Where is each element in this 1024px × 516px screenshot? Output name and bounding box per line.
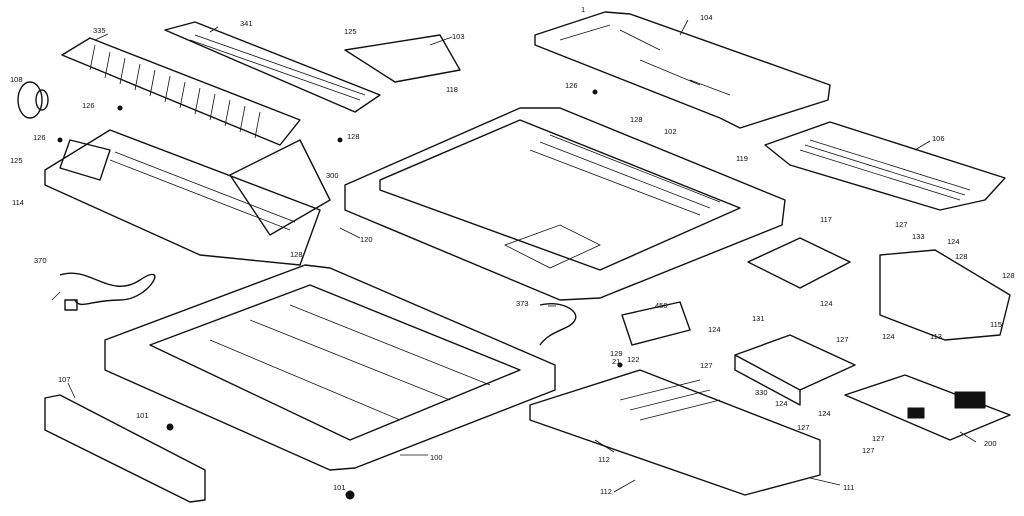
top-cover-part: [534, 11, 831, 129]
label-106: 106: [932, 134, 945, 143]
label-122: 122: [627, 355, 640, 364]
label-128b: 128: [347, 132, 360, 141]
ribbon-cable-part: [539, 303, 577, 346]
label-127b: 127: [836, 335, 849, 344]
label-124a: 124: [947, 237, 960, 246]
label-126c: 126: [33, 133, 46, 142]
label-124c: 124: [708, 325, 721, 334]
label-119: 119: [736, 154, 748, 163]
bracket-113-part: [879, 249, 1011, 341]
label-120: 120: [360, 235, 373, 244]
interface-board-part: [844, 374, 1011, 441]
mechanism-frame-part: [44, 129, 331, 266]
label-127f: 127: [862, 446, 875, 455]
label-127d: 127: [797, 423, 810, 432]
upper-housing-part: [344, 107, 786, 301]
label-129: 129: [610, 349, 623, 358]
tractor-part: [164, 21, 381, 113]
label-126b: 126: [565, 81, 578, 90]
base-part: [104, 264, 556, 471]
label-107: 107: [58, 375, 71, 384]
label-124b: 124: [820, 299, 833, 308]
label-133: 133: [912, 232, 925, 241]
label-112a: 112: [598, 455, 610, 464]
label-126a: 126: [82, 101, 95, 110]
leader-lines: [51, 19, 977, 493]
label-100: 100: [430, 453, 443, 462]
label-124f: 124: [882, 332, 895, 341]
label-126d: 128: [955, 252, 968, 261]
label-200: 200: [984, 439, 997, 448]
part-labels: 1 104 341 335 125 103 108 126 118 126 12…: [10, 5, 1015, 496]
label-117: 117: [820, 215, 832, 224]
knob-part: [17, 81, 49, 119]
label-102: 102: [664, 127, 677, 136]
control-panel-part: [621, 301, 691, 346]
main-board-part: [529, 369, 821, 496]
label-128c: 128: [290, 250, 303, 259]
label-370: 370: [34, 256, 47, 265]
label-114: 114: [12, 198, 24, 207]
label-300: 300: [326, 171, 339, 180]
power-cable-part: [59, 272, 156, 311]
shield-330-part: [734, 334, 856, 406]
label-450: 450: [655, 301, 668, 310]
label-125b: 125: [10, 156, 23, 165]
paper-guide-part: [764, 121, 1006, 211]
label-111: 111: [843, 483, 854, 492]
label-373: 373: [516, 299, 529, 308]
access-cover-part: [344, 34, 461, 83]
label-128d: 128: [1002, 271, 1015, 280]
label-115: 115: [990, 320, 1002, 329]
label-128: 128: [630, 115, 643, 124]
label-127a: 127: [895, 220, 908, 229]
label-113: 113: [930, 332, 942, 341]
label-341: 341: [240, 19, 253, 28]
label-124d: 124: [775, 399, 788, 408]
bracket-117-part: [747, 237, 851, 289]
label-127e: 127: [872, 434, 885, 443]
front-panel-part: [44, 394, 206, 503]
label-104: 104: [700, 13, 713, 22]
label-101a: 101: [136, 411, 149, 420]
platen-part: [61, 37, 301, 146]
label-21: 21: [612, 357, 620, 366]
label-335: 335: [93, 26, 106, 35]
label-118: 118: [446, 85, 458, 94]
screws: [57, 89, 623, 500]
label-103: 103: [452, 32, 465, 41]
label-124e: 124: [818, 409, 831, 418]
label-101b: 101: [333, 483, 346, 492]
label-125a: 125: [344, 27, 357, 36]
label-131: 131: [752, 314, 765, 323]
label-1: 1: [581, 5, 585, 14]
label-112b: 112: [600, 487, 612, 496]
label-127c: 127: [700, 361, 713, 370]
label-108: 108: [10, 75, 23, 84]
label-330: 330: [755, 388, 768, 397]
